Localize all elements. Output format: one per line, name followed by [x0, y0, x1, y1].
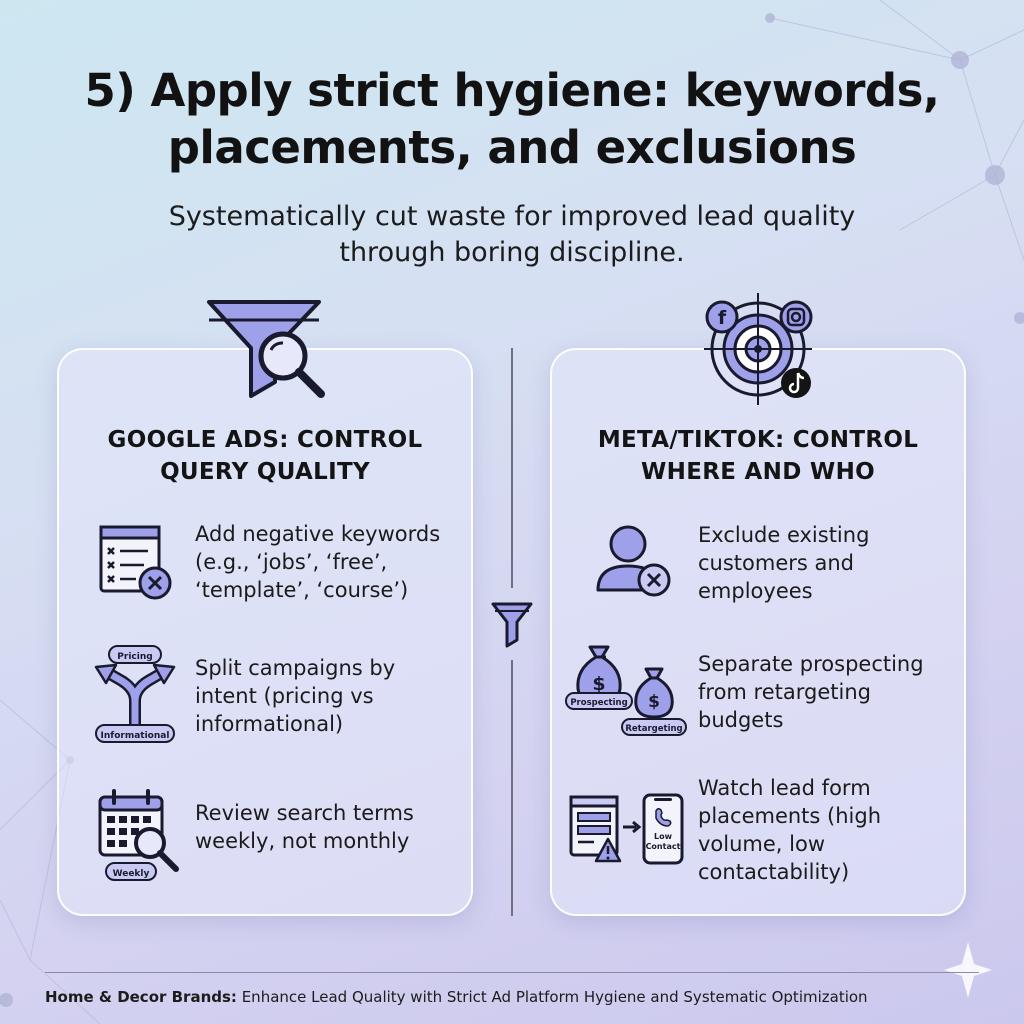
center-divider-top	[511, 348, 513, 588]
google-ads-heading-line-1: GOOGLE ADS: CONTROL	[107, 427, 423, 453]
page-title-line-1: 5) Apply strict hygiene: keywords,	[84, 64, 940, 117]
page-title-line-2: placements, and exclusions	[167, 121, 857, 174]
svg-text:f: f	[718, 307, 727, 329]
svg-text:$: $	[592, 673, 605, 695]
google-ads-heading: GOOGLE ADS: CONTROL QUERY QUALITY	[57, 424, 473, 488]
right-item-3-text: Watch lead form placements (high volume,…	[698, 774, 881, 886]
funnel-search-icon	[207, 300, 325, 398]
right-item-1-line-3: employees	[698, 579, 813, 603]
left-item-2-text: Split campaigns by intent (pricing vs in…	[195, 654, 395, 738]
social-target-icon: f	[704, 293, 813, 405]
left-item-1-line-1: Add negative keywords	[195, 522, 441, 546]
google-ads-heading-line-2: QUERY QUALITY	[160, 459, 370, 485]
left-item-2-line-1: Split campaigns by	[195, 656, 396, 680]
right-item-1-text: Exclude existing customers and employees	[698, 521, 869, 605]
left-item-1-line-3: ‘template’, ‘course’)	[195, 578, 409, 602]
meta-tiktok-heading-line-2: WHERE AND WHO	[641, 459, 875, 485]
footer-caption: Home & Decor Brands: Enhance Lead Qualit…	[45, 987, 1005, 1007]
left-item-3-line-1: Review search terms	[195, 801, 414, 825]
right-item-3-line-4: contactability)	[698, 860, 850, 884]
low-badge: Low	[654, 832, 673, 841]
right-item-2-line-3: budgets	[698, 708, 784, 732]
user-exclude-icon	[596, 525, 671, 597]
footer-rule	[45, 972, 979, 973]
split-arrows-icon: Pricing Informational	[94, 645, 176, 743]
weekly-badge: Weekly	[113, 869, 150, 879]
footer-label: Home & Decor Brands:	[45, 988, 237, 1006]
form-to-phone-icon: Low Contact	[569, 793, 684, 865]
right-item-2-line-1: Separate prospecting	[698, 652, 924, 676]
center-divider-bottom	[511, 660, 513, 916]
right-item-1-line-1: Exclude existing	[698, 523, 870, 547]
meta-tiktok-card	[550, 348, 966, 916]
left-item-3-text: Review search terms weekly, not monthly	[195, 799, 414, 855]
funnel-icon	[491, 602, 533, 648]
page-subtitle-line-2: through boring discipline.	[339, 237, 685, 268]
left-item-1-line-2: (e.g., ‘jobs’, ‘free’,	[195, 550, 388, 574]
keyword-list-exclude-icon	[99, 525, 172, 600]
page-subtitle-line-1: Systematically cut waste for improved le…	[168, 201, 856, 232]
meta-tiktok-heading-line-1: META/TIKTOK: CONTROL	[597, 427, 919, 453]
prospecting-badge: Prospecting	[570, 698, 627, 708]
left-item-2-line-3: informational)	[195, 712, 344, 736]
left-item-1-text: Add negative keywords (e.g., ‘jobs’, ‘fr…	[195, 520, 440, 604]
right-item-3-line-1: Watch lead form	[698, 776, 871, 800]
svg-text:$: $	[648, 692, 660, 712]
right-item-2-text: Separate prospecting from retargeting bu…	[698, 650, 924, 734]
footer-text: Enhance Lead Quality with Strict Ad Plat…	[236, 988, 868, 1006]
contact-badge: Contact	[646, 842, 681, 851]
right-item-3-line-3: volume, low	[698, 832, 826, 856]
right-item-1-line-2: customers and	[698, 551, 855, 575]
page-title: 5) Apply strict hygiene: keywords, place…	[40, 62, 984, 176]
left-item-3-line-2: weekly, not monthly	[195, 829, 410, 853]
left-item-2-line-2: intent (pricing vs	[195, 684, 374, 708]
informational-badge: Informational	[101, 731, 170, 741]
meta-tiktok-heading: META/TIKTOK: CONTROL WHERE AND WHO	[550, 424, 966, 488]
money-bags-icon: $ Prospecting $ Retargeting	[565, 645, 687, 736]
right-item-2-line-2: from retargeting	[698, 680, 871, 704]
calendar-search-icon: Weekly	[98, 789, 179, 881]
page-subtitle: Systematically cut waste for improved le…	[80, 199, 944, 271]
retargeting-badge: Retargeting	[625, 724, 682, 734]
pricing-badge: Pricing	[117, 652, 152, 662]
right-item-3-line-2: placements (high	[698, 804, 882, 828]
